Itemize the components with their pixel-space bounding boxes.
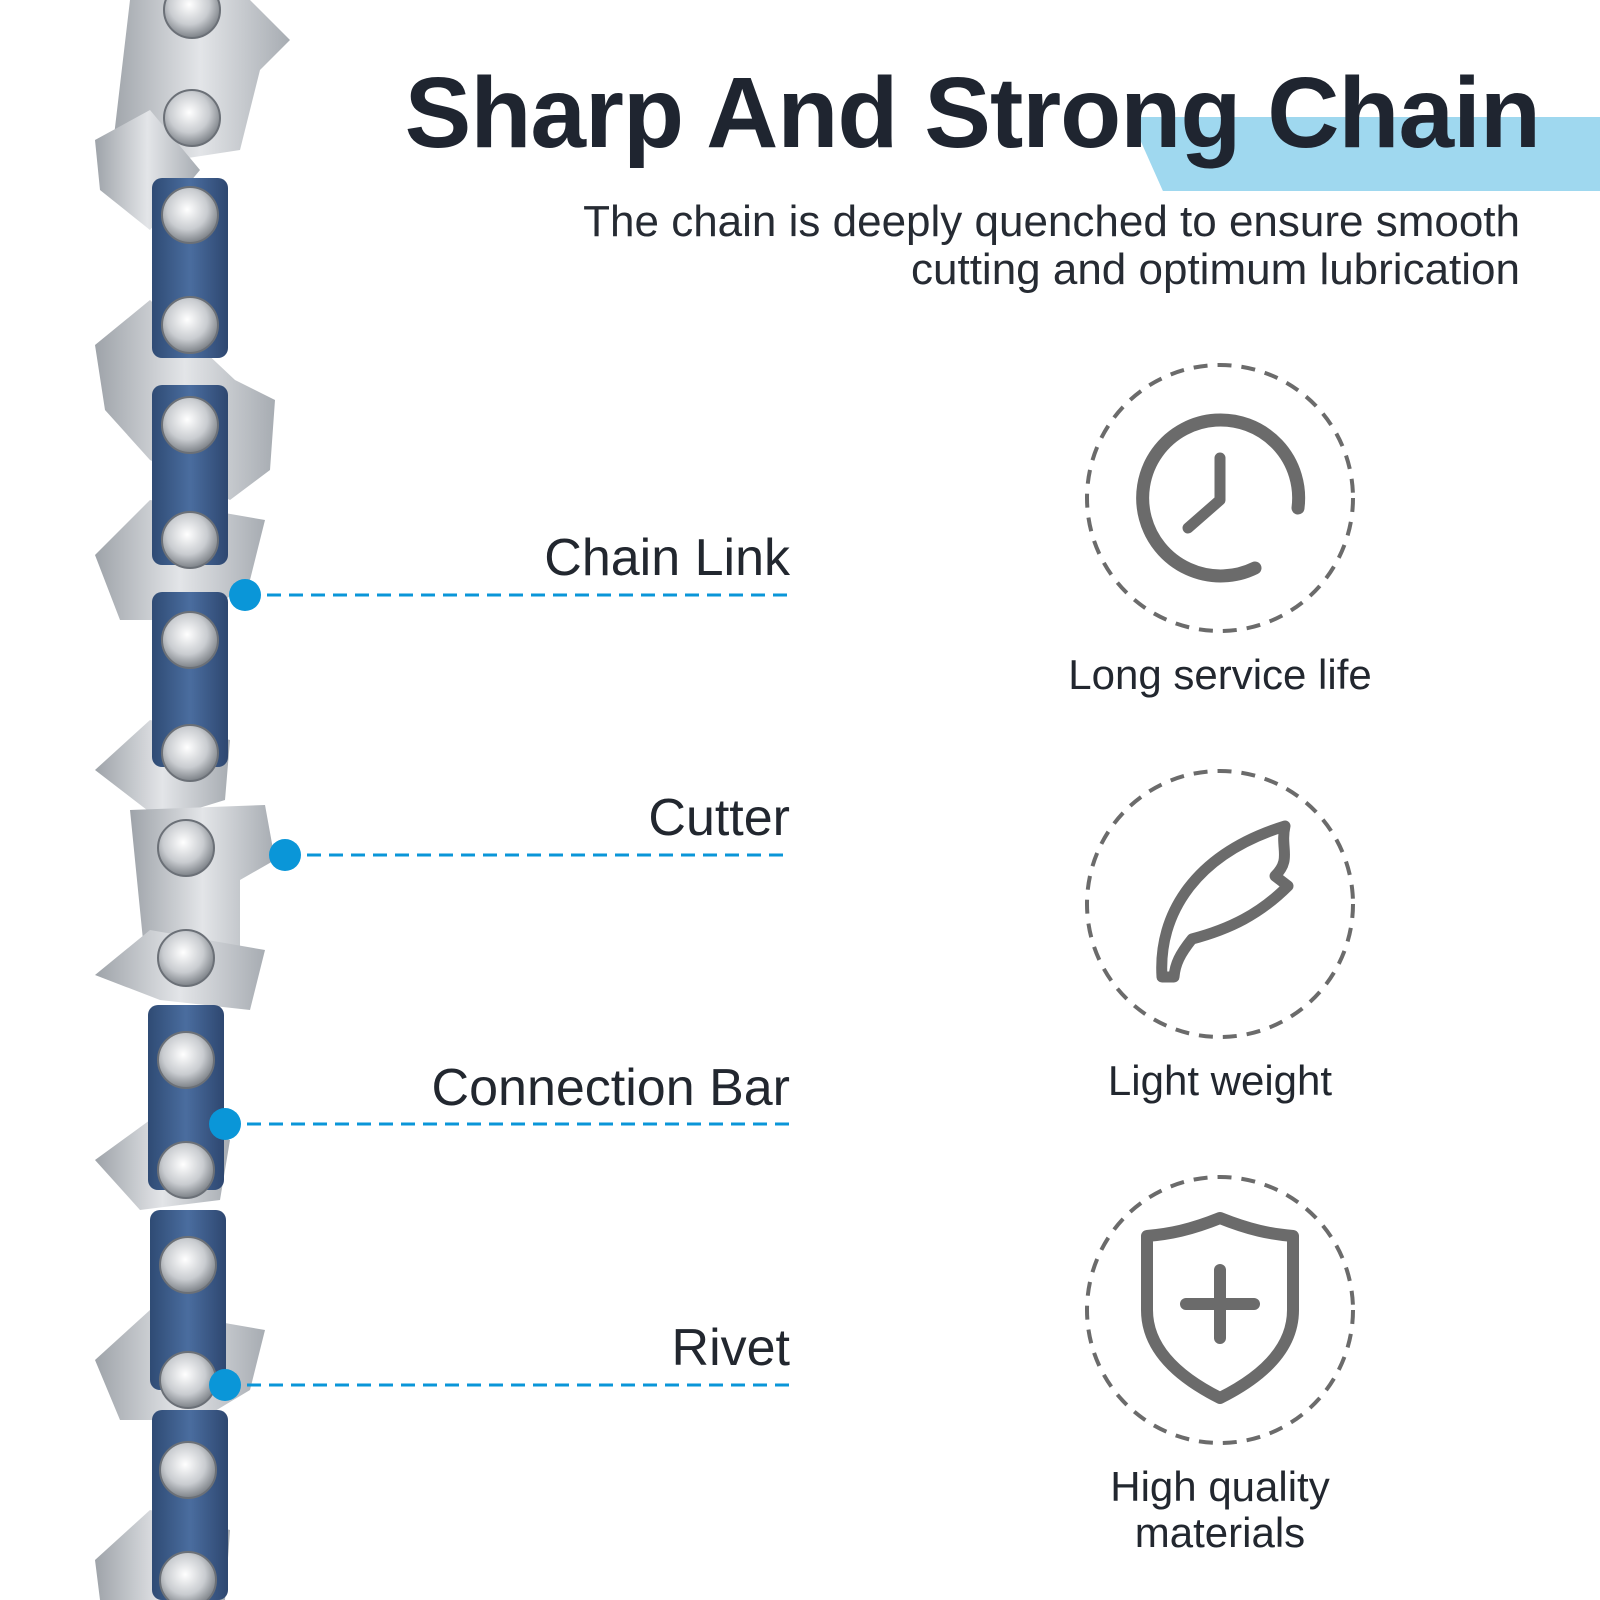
rivet xyxy=(163,89,221,147)
feature-high-quality-materials: High quality materials xyxy=(1040,1170,1400,1556)
connection-bar-label: Connection Bar xyxy=(431,1059,790,1117)
callout-leaders xyxy=(209,579,790,1401)
rivet xyxy=(161,296,219,354)
shield-plus-icon xyxy=(1085,1175,1355,1445)
page-subtitle: The chain is deeply quenched to ensure s… xyxy=(583,197,1520,294)
cutter-marker-dot xyxy=(269,839,301,871)
cutter-label: Cutter xyxy=(648,789,790,847)
connection-bar-marker-dot xyxy=(209,1108,241,1140)
rivet-marker-dot xyxy=(209,1369,241,1401)
rivet-label: Rivet xyxy=(671,1319,790,1377)
rivet xyxy=(161,511,219,569)
rivet xyxy=(157,929,215,987)
rivet xyxy=(157,1141,215,1199)
title-accent-band xyxy=(1130,117,1600,191)
chain-link-label: Chain Link xyxy=(544,529,790,587)
rivet xyxy=(161,186,219,244)
saw-chain-illustration xyxy=(95,0,290,1600)
rivet xyxy=(163,0,221,39)
rivet xyxy=(161,396,219,454)
feature-light-weight: Light weight xyxy=(1040,764,1400,1104)
rivet xyxy=(157,1031,215,1089)
rivet xyxy=(159,1441,217,1499)
rivet xyxy=(161,724,219,782)
feature-label: High quality materials xyxy=(1110,1463,1330,1556)
page-title: Sharp And Strong Chain xyxy=(404,57,1541,169)
feature-label: Light weight xyxy=(1107,1057,1333,1104)
chain-link-marker-dot xyxy=(229,579,261,611)
clock-icon xyxy=(1085,363,1355,633)
feature-long-service-life: Long service life xyxy=(1040,358,1400,698)
rivet xyxy=(159,1551,217,1600)
feature-label: Long service life xyxy=(1068,651,1372,698)
feather-icon xyxy=(1085,769,1355,1039)
rivet xyxy=(159,1236,217,1294)
rivet xyxy=(161,611,219,669)
chain-rivets xyxy=(157,0,221,1600)
rivet xyxy=(157,819,215,877)
